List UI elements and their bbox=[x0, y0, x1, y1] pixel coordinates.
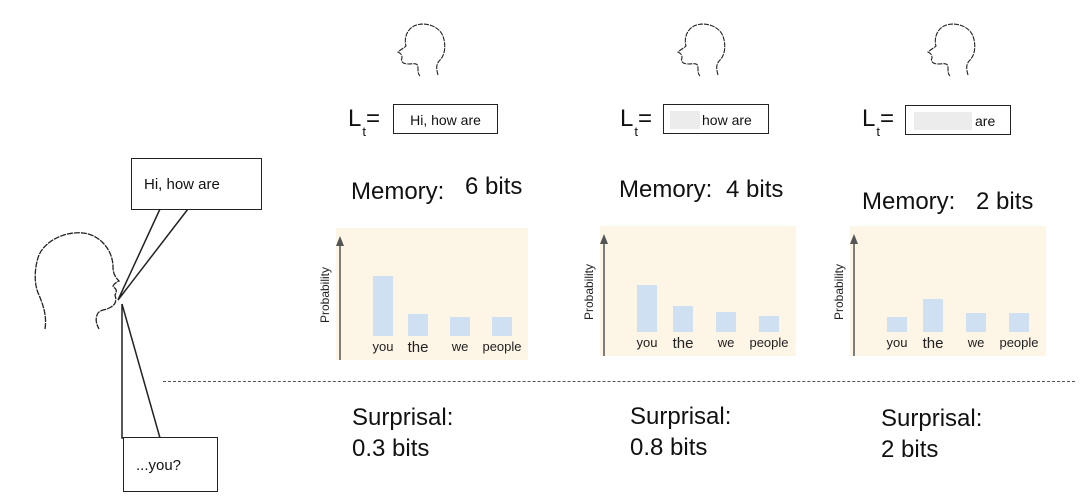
bar-people bbox=[492, 317, 512, 336]
lt-label: Lt= bbox=[348, 105, 380, 139]
bar-you bbox=[373, 276, 393, 336]
tick-label-you: you bbox=[637, 335, 658, 350]
y-axis-label: Probability bbox=[318, 267, 332, 323]
surprisal-value: 0.3 bits bbox=[352, 435, 430, 462]
surprisal-value: 2 bits bbox=[881, 436, 939, 463]
bar-we bbox=[716, 312, 736, 332]
tick-label-people: people bbox=[999, 335, 1038, 350]
y-axis-label: Probability bbox=[582, 264, 596, 320]
surprisal: Surprisal: 0.3 bits bbox=[352, 402, 453, 464]
listener-head-icon bbox=[397, 23, 446, 77]
bar-we bbox=[966, 313, 986, 332]
bar-the bbox=[923, 299, 943, 332]
speaker-head-icon bbox=[34, 232, 121, 330]
surprisal-value: 0.8 bits bbox=[630, 434, 708, 461]
tick-label-you: you bbox=[887, 335, 908, 350]
bar-you bbox=[637, 285, 657, 332]
memory-label: Memory: bbox=[351, 178, 445, 205]
lt-symbol: L bbox=[620, 105, 634, 132]
bar-the bbox=[408, 314, 428, 336]
context-text: Hi, how are bbox=[410, 112, 481, 128]
tick-label-we: we bbox=[717, 335, 735, 350]
bar-people bbox=[759, 316, 779, 332]
surprisal-label: Surprisal: bbox=[630, 403, 732, 430]
next-word-bubble: ...you? bbox=[123, 437, 218, 492]
tick-label-you: you bbox=[373, 339, 394, 354]
lt-equals: = bbox=[879, 105, 894, 132]
masked-context bbox=[670, 111, 700, 129]
y-axis-arrow bbox=[336, 236, 344, 246]
bar-we bbox=[450, 317, 470, 336]
lt-label: Lt= bbox=[862, 105, 894, 139]
lt-subscript: t bbox=[634, 123, 638, 139]
lt-symbol: L bbox=[862, 105, 876, 132]
lt-subscript: t bbox=[362, 123, 366, 139]
lt-symbol: L bbox=[348, 105, 362, 132]
surprisal-label: Surprisal: bbox=[881, 405, 983, 432]
divider-line bbox=[163, 381, 1075, 382]
tick-label-the: the bbox=[923, 335, 944, 352]
lt-subscript: t bbox=[876, 123, 880, 139]
bar-you bbox=[887, 317, 907, 332]
memory-value: 4 bits bbox=[726, 176, 784, 203]
utterance-text: Hi, how are bbox=[144, 176, 220, 193]
tick-label-the: the bbox=[408, 339, 429, 356]
lt-equals: = bbox=[637, 105, 652, 132]
chart-background bbox=[600, 226, 796, 356]
tick-label-we: we bbox=[451, 339, 469, 354]
lt-label: Lt= bbox=[620, 105, 652, 139]
tick-label-we: we bbox=[967, 335, 985, 350]
memory-label: Memory: bbox=[619, 176, 713, 203]
chart-background bbox=[336, 228, 528, 360]
bar-the bbox=[673, 306, 693, 332]
y-axis-label: Probability bbox=[832, 264, 846, 320]
tick-label-the: the bbox=[673, 335, 694, 352]
masked-context bbox=[914, 112, 972, 130]
tick-label-people: people bbox=[749, 335, 788, 350]
listener-head-icon bbox=[677, 23, 726, 77]
listener-head-icon bbox=[927, 23, 976, 77]
next-word-text: ...you? bbox=[136, 457, 182, 474]
surprisal: Surprisal: 2 bits bbox=[881, 403, 982, 465]
tick-label-people: people bbox=[482, 339, 521, 354]
chart-background bbox=[850, 226, 1046, 356]
lt-equals: = bbox=[365, 105, 380, 132]
utterance-bubble: Hi, how are bbox=[131, 158, 262, 210]
context-box: how are bbox=[663, 104, 769, 134]
surprisal-label: Surprisal: bbox=[352, 404, 454, 431]
bar-people bbox=[1009, 313, 1029, 332]
context-text: are bbox=[975, 113, 996, 129]
context-box: are bbox=[905, 105, 1011, 135]
context-text: how are bbox=[702, 112, 752, 128]
memory-value: 6 bits bbox=[465, 173, 523, 200]
surprisal: Surprisal: 0.8 bits bbox=[630, 401, 731, 463]
memory-value: 2 bits bbox=[976, 188, 1034, 215]
context-box: Hi, how are bbox=[393, 104, 498, 134]
memory-label: Memory: bbox=[862, 188, 956, 215]
y-axis-arrow bbox=[850, 234, 858, 244]
y-axis-arrow bbox=[600, 234, 608, 244]
